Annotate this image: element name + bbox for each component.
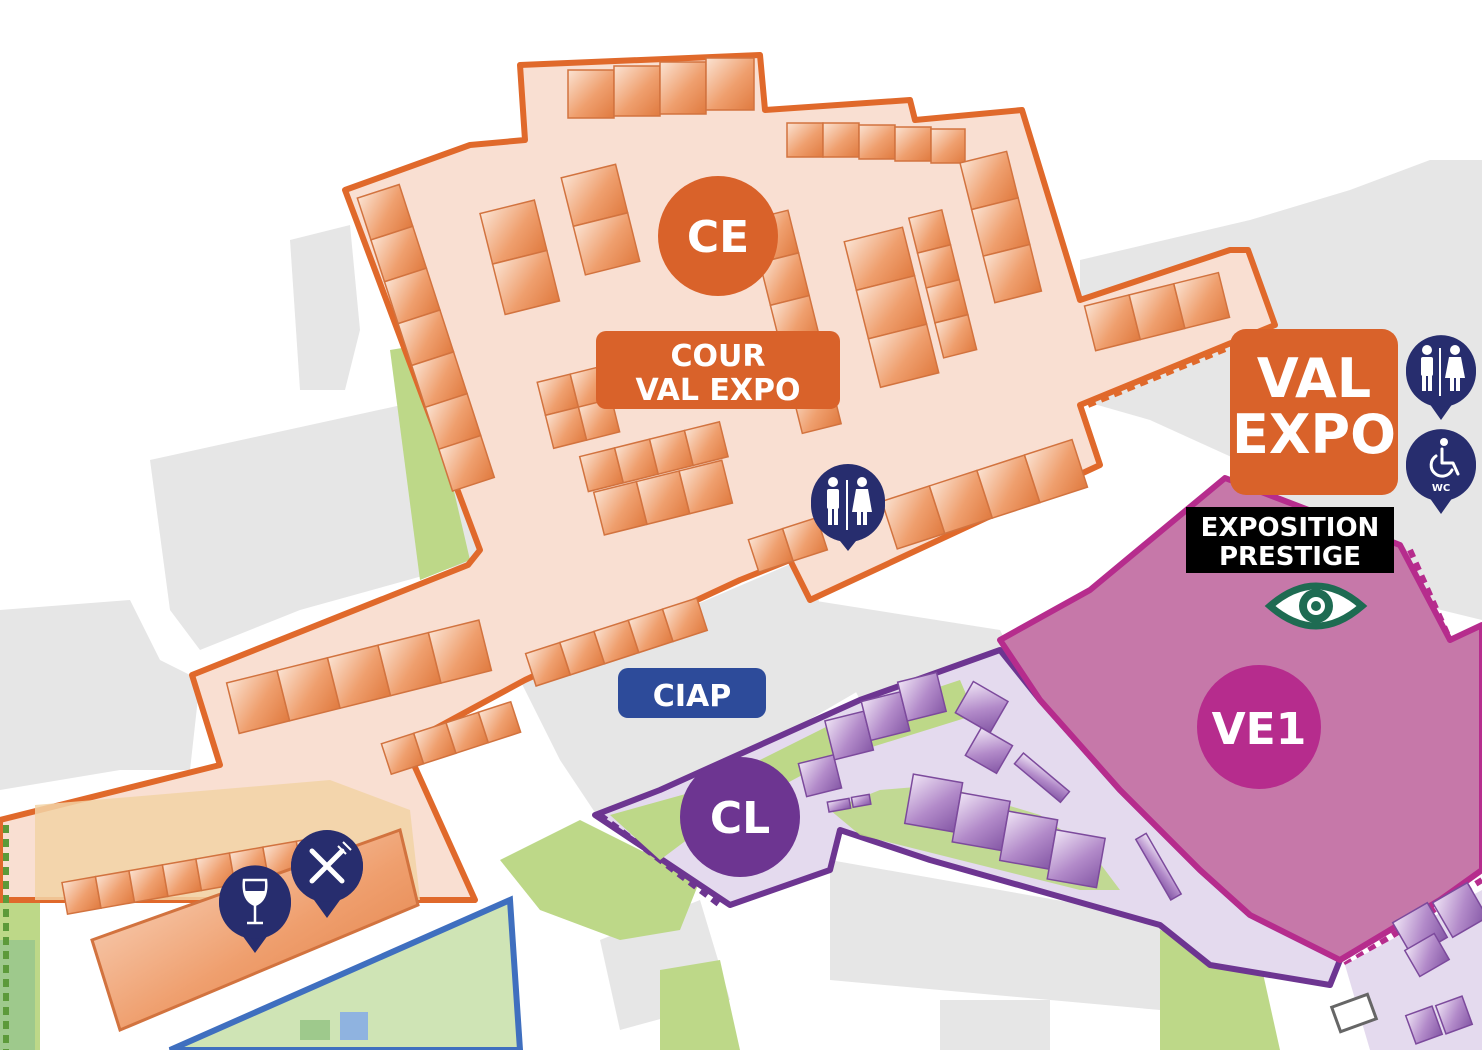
stand <box>964 726 1014 775</box>
zone-ce-badge[interactable]: CE <box>658 176 778 296</box>
stand <box>826 797 852 813</box>
prestige-label[interactable]: EXPOSITION PRESTIGE <box>1186 507 1394 573</box>
stand <box>1431 881 1482 939</box>
eye-icon[interactable] <box>1264 582 1368 630</box>
stand <box>1403 932 1451 978</box>
zone-cl-code: CL <box>710 793 770 844</box>
val-expo-line2: EXPO <box>1232 403 1396 466</box>
stand <box>477 700 522 744</box>
stand <box>894 126 932 162</box>
prestige-line2: PRESTIGE <box>1219 542 1361 572</box>
zone-ce-label[interactable]: COUR VAL EXPO <box>596 331 840 409</box>
ciap-label[interactable]: CIAP <box>618 668 766 718</box>
stand <box>998 810 1059 870</box>
stand <box>128 863 169 904</box>
stand <box>797 753 843 798</box>
accessible-wc-label: WC <box>1432 483 1450 494</box>
zone-ce-label-line2: VAL EXPO <box>635 373 800 408</box>
stand <box>427 619 493 685</box>
stand <box>678 459 734 515</box>
stand <box>613 65 661 117</box>
stand <box>858 124 896 160</box>
stand <box>572 211 641 276</box>
zone-ve1-badge[interactable]: VE1 <box>1197 665 1321 789</box>
stand <box>1046 828 1107 889</box>
zone-cl-badge[interactable]: CL <box>680 757 800 877</box>
stand <box>567 69 615 119</box>
stand <box>982 243 1043 304</box>
accessible-wc-icon[interactable]: WC <box>1406 429 1476 514</box>
stand <box>161 858 203 898</box>
gate <box>1329 992 1379 1034</box>
stand <box>437 434 496 492</box>
stand <box>491 249 561 316</box>
stand <box>786 122 824 158</box>
stand <box>659 61 707 115</box>
stand <box>1013 751 1071 804</box>
stand <box>954 680 1010 734</box>
ciap-label-text: CIAP <box>653 679 731 714</box>
stands-ve1 <box>1391 881 1482 1045</box>
stand <box>930 128 966 164</box>
stand <box>822 122 860 158</box>
stand <box>94 869 136 910</box>
fork-knife-icon[interactable] <box>291 830 364 918</box>
stands-ce <box>61 57 1231 915</box>
zone-ce-label-line1: COUR <box>671 339 766 374</box>
wine-glass-icon[interactable] <box>219 865 291 953</box>
toilets-icon[interactable] <box>811 464 885 551</box>
stand <box>1023 438 1089 504</box>
park-area-bottom-left <box>0 895 524 1050</box>
stand <box>850 793 872 809</box>
stand <box>61 875 102 915</box>
stand <box>1434 995 1474 1035</box>
stand <box>1404 1005 1444 1045</box>
stand <box>903 773 964 833</box>
toilets-icon[interactable] <box>1406 335 1476 420</box>
stand <box>951 791 1012 852</box>
val-expo-line1: VAL <box>1257 347 1371 410</box>
stand <box>896 671 948 722</box>
prestige-line1: EXPOSITION <box>1201 513 1380 543</box>
stand <box>683 420 730 467</box>
stand <box>1172 271 1231 330</box>
zone-ce-code: CE <box>687 212 749 263</box>
stand <box>705 57 755 111</box>
val-expo-label[interactable]: VAL EXPO <box>1230 329 1398 495</box>
stands-cl <box>797 671 1183 901</box>
stand <box>934 313 978 359</box>
zone-ve1-code: VE1 <box>1212 704 1307 755</box>
stand <box>781 516 829 562</box>
stand <box>577 397 621 442</box>
stand <box>867 323 940 389</box>
stand <box>1134 832 1183 901</box>
stand <box>661 597 709 643</box>
